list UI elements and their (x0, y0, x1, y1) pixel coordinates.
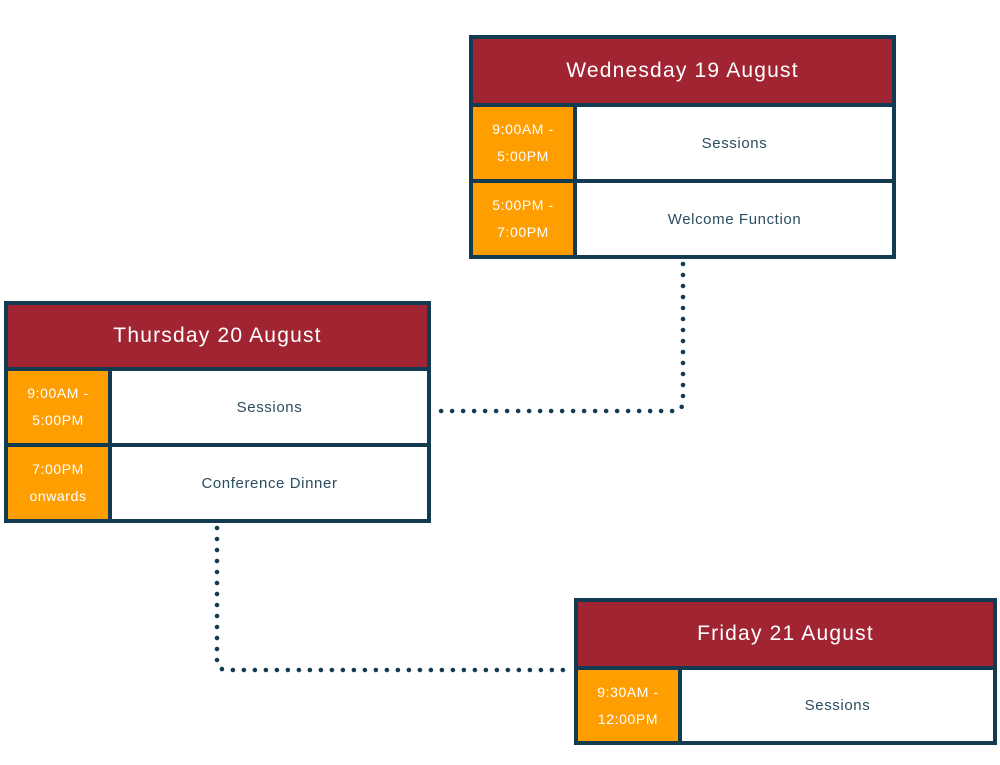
time-line-2: 7:00PM (497, 224, 549, 240)
time-line-1: 9:00AM - (27, 385, 89, 402)
event-cell: Sessions (682, 670, 993, 741)
event-label: Sessions (701, 134, 768, 152)
card-title: Wednesday 19 August (566, 59, 799, 82)
time-line-2: onwards (29, 488, 87, 504)
event-cell: Welcome Function (577, 183, 892, 255)
time-cell: 9:30AM - 12:00PM (578, 670, 678, 741)
schedule-row: 5:00PM - 7:00PM Welcome Function (473, 183, 892, 255)
schedule-card-thursday: Thursday 20 August 9:00AM - 5:00PM Sessi… (4, 301, 431, 523)
connector-wednesday-to-thursday (429, 261, 686, 414)
event-label: Sessions (236, 398, 303, 416)
event-label: Sessions (804, 697, 871, 714)
event-label: Welcome Function (667, 210, 802, 228)
time-line-2: 5:00PM (32, 412, 84, 428)
connector-thursday-to-friday (214, 525, 574, 673)
schedule-row: 9:00AM - 5:00PM Sessions (473, 107, 892, 179)
time-cell: 9:00AM - 5:00PM (8, 371, 108, 443)
time-cell: 9:00AM - 5:00PM (473, 107, 573, 179)
time-line-1: 7:00PM (32, 461, 84, 478)
card-title: Thursday 20 August (113, 324, 322, 347)
card-title: Friday 21 August (697, 622, 874, 645)
schedule-row: 7:00PM onwards Conference Dinner (8, 447, 427, 519)
time-cell: 7:00PM onwards (8, 447, 108, 519)
event-cell: Sessions (112, 371, 427, 443)
time-line-2: 12:00PM (597, 710, 659, 727)
event-cell: Conference Dinner (112, 447, 427, 519)
time-line-2: 5:00PM (497, 148, 549, 164)
event-cell: Sessions (577, 107, 892, 179)
schedule-card-friday: Friday 21 August 9:30AM - 12:00PM Sessio… (574, 598, 997, 745)
time-line-1: 5:00PM - (492, 197, 554, 214)
card-header: Thursday 20 August (8, 305, 427, 367)
card-header: Wednesday 19 August (473, 39, 892, 103)
schedule-row: 9:30AM - 12:00PM Sessions (578, 670, 993, 741)
time-line-1: 9:30AM - (597, 683, 659, 700)
time-cell: 5:00PM - 7:00PM (473, 183, 573, 255)
time-line-1: 9:00AM - (492, 121, 554, 138)
card-header: Friday 21 August (578, 602, 993, 666)
schedule-card-wednesday: Wednesday 19 August 9:00AM - 5:00PM Sess… (469, 35, 896, 259)
schedule-row: 9:00AM - 5:00PM Sessions (8, 371, 427, 443)
event-label: Conference Dinner (201, 474, 338, 492)
